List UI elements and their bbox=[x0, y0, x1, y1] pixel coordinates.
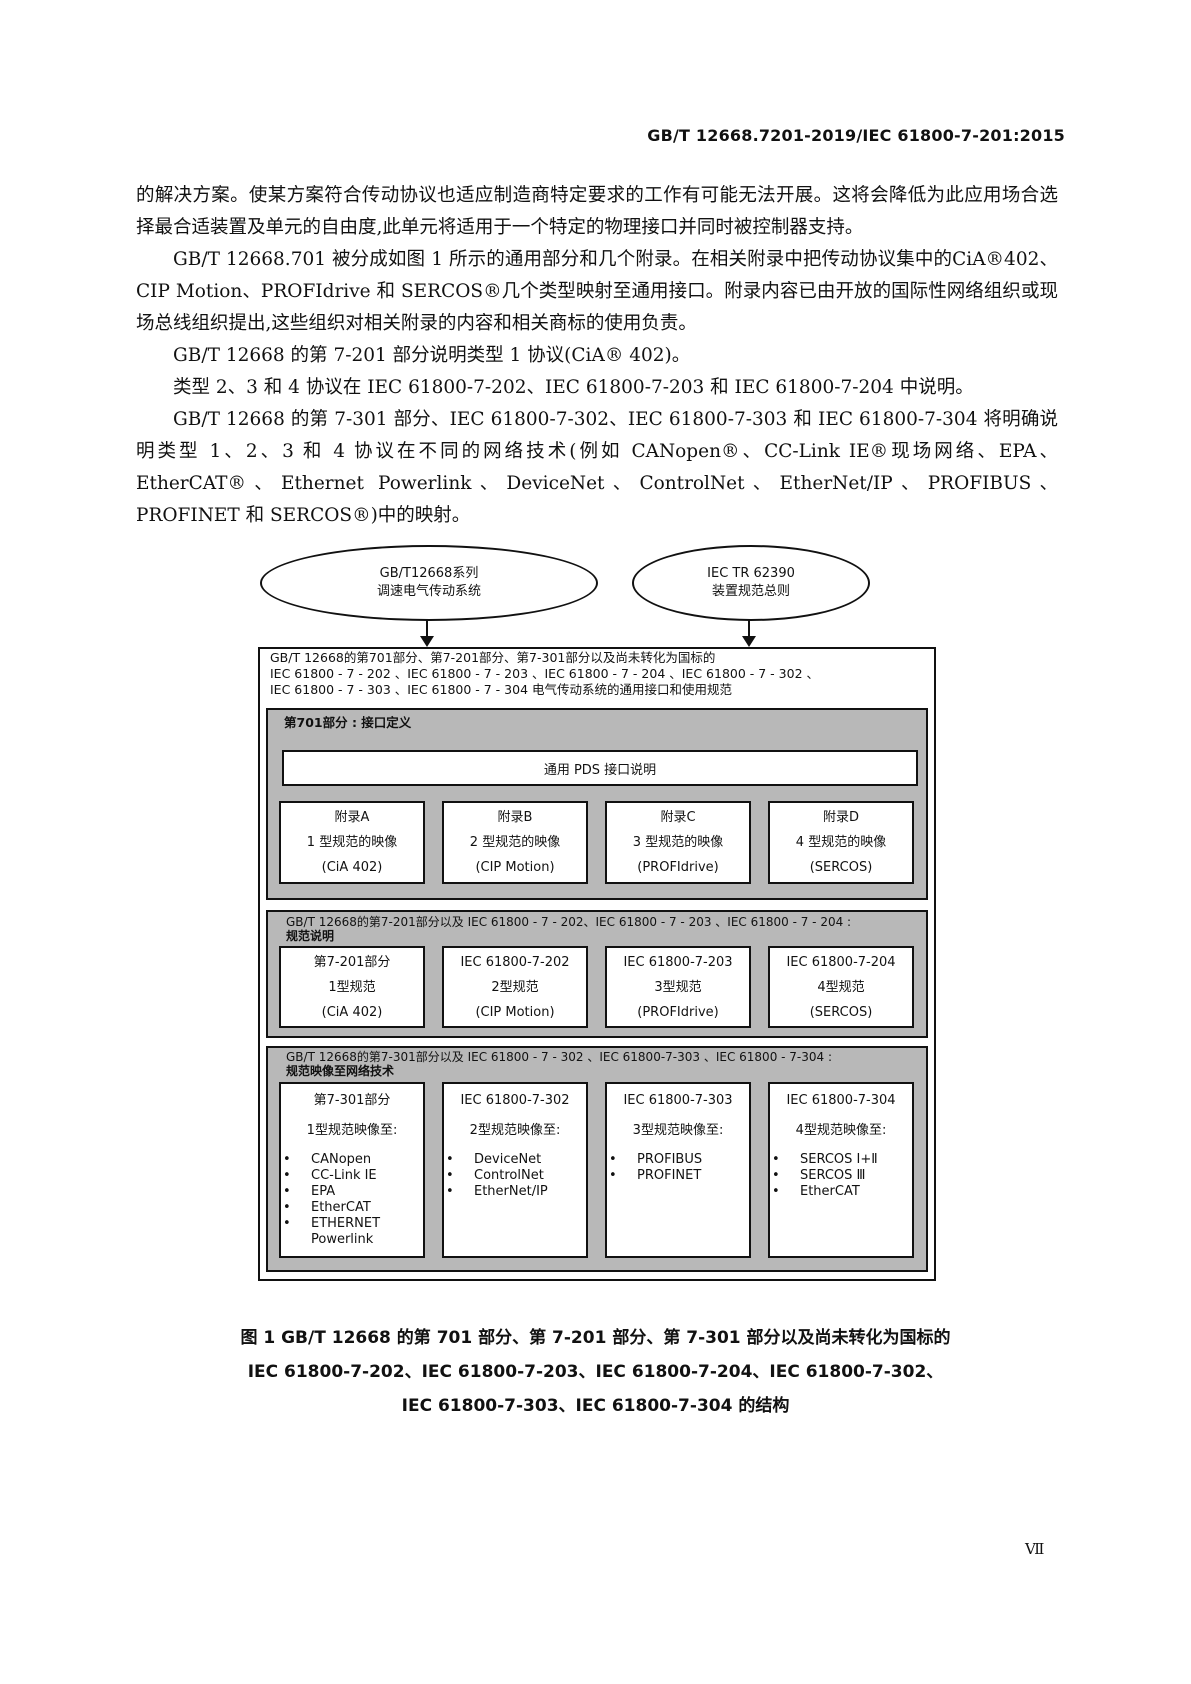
annex-c-l1: 附录C bbox=[660, 810, 696, 825]
list-item: ControlNet bbox=[446, 1168, 586, 1184]
ellipse-gbt-12668-series: GB/T12668系列 调速电气传动系统 bbox=[260, 545, 598, 621]
ellipse-right-line2: 装置规范总则 bbox=[711, 584, 790, 599]
annex-d-l3: (SERCOS) bbox=[809, 860, 873, 875]
spec-7-201-l3: (CiA 402) bbox=[321, 1005, 383, 1020]
document-header: GB/T 12668.7201-2019/IEC 61800-7-201:201… bbox=[647, 126, 1065, 145]
spec-7-203-l1: IEC 61800-7-203 bbox=[623, 955, 733, 970]
mapping-7-302-sub: 2型规范映像至: bbox=[469, 1123, 561, 1138]
panel3-title-line1: GB/T 12668的第7-301部分以及 IEC 61800 - 7 - 30… bbox=[286, 1050, 833, 1064]
spec-7-204-l1: IEC 61800-7-204 bbox=[786, 955, 896, 970]
annex-d-l2: 4 型规范的映像 bbox=[795, 835, 887, 850]
mapping-7-303-head: IEC 61800-7-303 bbox=[623, 1093, 733, 1108]
panel2-title-line1: GB/T 12668的第7-201部分以及 IEC 61800 - 7 - 20… bbox=[286, 915, 852, 929]
mapping-7-304-sub: 4型规范映像至: bbox=[795, 1123, 887, 1138]
mapping-7-303-list: PROFIBUS PROFINET bbox=[607, 1152, 749, 1184]
arrow-right bbox=[742, 619, 756, 647]
spec-7-202-l1: IEC 61800-7-202 bbox=[460, 955, 570, 970]
frame-title-line1: GB/T 12668的第701部分、第7-201部分、第7-301部分以及尚未转… bbox=[270, 650, 716, 665]
figure-caption-line3: IEC 61800-7-303、IEC 61800-7-304 的结构 bbox=[401, 1396, 790, 1416]
paragraph-5: GB/T 12668 的第 7-301 部分、IEC 61800-7-302、I… bbox=[136, 409, 1058, 526]
annex-c-l2: 3 型规范的映像 bbox=[632, 835, 724, 850]
mapping-7-303-box: IEC 61800-7-303 3型规范映像至: PROFIBUS PROFIN… bbox=[605, 1082, 751, 1258]
list-item: PROFINET bbox=[609, 1168, 749, 1184]
list-item: ETHERNET bbox=[283, 1216, 423, 1232]
list-item: SERCOS Ⅲ bbox=[772, 1168, 912, 1184]
list-item: CC-Link IE bbox=[283, 1168, 423, 1184]
list-item: PROFIBUS bbox=[609, 1152, 749, 1168]
spec-7-202-box: IEC 61800-7-202 2型规范 (CIP Motion) bbox=[442, 946, 588, 1028]
frame-title: GB/T 12668的第701部分、第7-201部分、第7-301部分以及尚未转… bbox=[270, 650, 920, 698]
figure-caption-line1: 图 1 GB/T 12668 的第 701 部分、第 7-201 部分、第 7-… bbox=[240, 1328, 951, 1348]
list-item: EtherCAT bbox=[772, 1184, 912, 1200]
mapping-7-303-sub: 3型规范映像至: bbox=[632, 1123, 724, 1138]
panel3-title-line2: 规范映像至网络技术 bbox=[286, 1064, 395, 1078]
spec-7-202-l2: 2型规范 bbox=[491, 980, 539, 995]
list-item: EtherNet/IP bbox=[446, 1184, 586, 1200]
generic-pds-interface-box: 通用 PDS 接口说明 bbox=[282, 750, 918, 786]
annex-d-l1: 附录D bbox=[822, 810, 859, 825]
spec-7-203-l2: 3型规范 bbox=[654, 980, 702, 995]
spec-7-203-l3: (PROFIdrive) bbox=[637, 1005, 719, 1020]
annex-b-box: 附录B 2 型规范的映像 (CIP Motion) bbox=[442, 801, 588, 884]
list-item: SERCOS Ⅰ+Ⅱ bbox=[772, 1152, 912, 1168]
paragraph-3: GB/T 12668 的第 7-201 部分说明类型 1 协议(CiA® 402… bbox=[173, 345, 691, 366]
spec-7-201-l1: 第7-201部分 bbox=[313, 955, 391, 970]
ellipse-left-line1: GB/T12668系列 bbox=[379, 566, 479, 581]
mapping-7-301-list: CANopen CC-Link IE EPA EtherCAT ETHERNET… bbox=[281, 1152, 423, 1248]
page-number: Ⅶ bbox=[1025, 1540, 1045, 1558]
annex-c-l3: (PROFIdrive) bbox=[637, 860, 719, 875]
mapping-7-301-box: 第7-301部分 1型规范映像至: CANopen CC-Link IE EPA… bbox=[279, 1082, 425, 1258]
panel3-title: GB/T 12668的第7-301部分以及 IEC 61800 - 7 - 30… bbox=[286, 1050, 832, 1078]
spec-7-202-l3: (CIP Motion) bbox=[475, 1005, 555, 1020]
panel1-title: 第701部分 : 接口定义 bbox=[284, 715, 412, 730]
list-item: CANopen bbox=[283, 1152, 423, 1168]
list-item: EtherCAT bbox=[283, 1200, 423, 1216]
list-item-continuation: Powerlink bbox=[311, 1232, 374, 1247]
spec-7-203-box: IEC 61800-7-203 3型规范 (PROFIdrive) bbox=[605, 946, 751, 1028]
spec-7-201-box: 第7-201部分 1型规范 (CiA 402) bbox=[279, 946, 425, 1028]
annex-a-box: 附录A 1 型规范的映像 (CiA 402) bbox=[279, 801, 425, 884]
paragraph-2: GB/T 12668.701 被分成如图 1 所示的通用部分和几个附录。在相关附… bbox=[136, 249, 1058, 334]
arrow-left bbox=[420, 619, 434, 647]
mapping-7-301-head: 第7-301部分 bbox=[313, 1093, 391, 1108]
mapping-7-302-head: IEC 61800-7-302 bbox=[460, 1093, 570, 1108]
mapping-7-304-list: SERCOS Ⅰ+Ⅱ SERCOS Ⅲ EtherCAT bbox=[770, 1152, 912, 1200]
panel2-title: GB/T 12668的第7-201部分以及 IEC 61800 - 7 - 20… bbox=[286, 915, 851, 943]
frame-title-line2: IEC 61800 - 7 - 202 、IEC 61800 - 7 - 203… bbox=[270, 666, 819, 681]
paragraph-4: 类型 2、3 和 4 协议在 IEC 61800-7-202、IEC 61800… bbox=[173, 377, 974, 398]
annex-c-box: 附录C 3 型规范的映像 (PROFIdrive) bbox=[605, 801, 751, 884]
ellipse-right-line1: IEC TR 62390 bbox=[707, 566, 795, 581]
spec-7-204-l2: 4型规范 bbox=[817, 980, 865, 995]
spec-7-204-l3: (SERCOS) bbox=[809, 1005, 873, 1020]
mapping-7-304-head: IEC 61800-7-304 bbox=[786, 1093, 896, 1108]
panel2-title-line2: 规范说明 bbox=[286, 929, 335, 943]
annex-b-l3: (CIP Motion) bbox=[475, 860, 555, 875]
spec-7-201-l2: 1型规范 bbox=[328, 980, 376, 995]
annex-a-l3: (CiA 402) bbox=[321, 860, 383, 875]
mapping-7-304-box: IEC 61800-7-304 4型规范映像至: SERCOS Ⅰ+Ⅱ SERC… bbox=[768, 1082, 914, 1258]
annex-b-l1: 附录B bbox=[497, 810, 533, 825]
annex-b-l2: 2 型规范的映像 bbox=[469, 835, 561, 850]
spec-7-204-box: IEC 61800-7-204 4型规范 (SERCOS) bbox=[768, 946, 914, 1028]
list-item: EPA bbox=[283, 1184, 423, 1200]
ellipse-iec-tr-62390: IEC TR 62390 装置规范总则 bbox=[632, 545, 870, 621]
annex-a-l1: 附录A bbox=[334, 810, 370, 825]
figure-caption-line2: IEC 61800-7-202、IEC 61800-7-203、IEC 6180… bbox=[247, 1362, 944, 1382]
ellipse-left-line2: 调速电气传动系统 bbox=[376, 584, 481, 599]
list-item: DeviceNet bbox=[446, 1152, 586, 1168]
paragraph-1: 的解决方案。使某方案符合传动协议也适应制造商特定要求的工作有可能无法开展。这将会… bbox=[136, 185, 1058, 238]
mapping-7-302-box: IEC 61800-7-302 2型规范映像至: DeviceNet Contr… bbox=[442, 1082, 588, 1258]
annex-a-l2: 1 型规范的映像 bbox=[306, 835, 398, 850]
mapping-7-301-sub: 1型规范映像至: bbox=[306, 1123, 398, 1138]
frame-title-line3: IEC 61800 - 7 - 303 、IEC 61800 - 7 - 304… bbox=[270, 682, 733, 697]
annex-d-box: 附录D 4 型规范的映像 (SERCOS) bbox=[768, 801, 914, 884]
mapping-7-302-list: DeviceNet ControlNet EtherNet/IP bbox=[444, 1152, 586, 1200]
